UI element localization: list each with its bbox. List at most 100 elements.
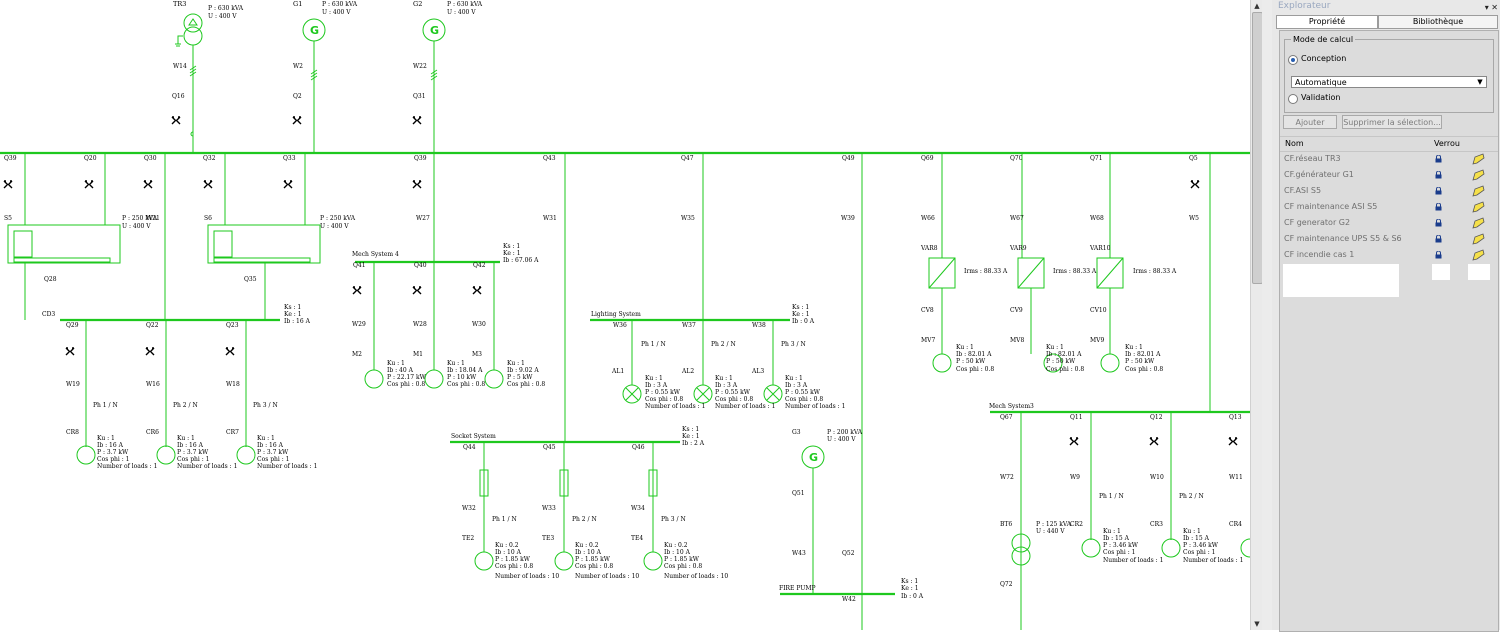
svg-text:Ke : 1: Ke : 1 [284, 311, 302, 318]
lock-icon[interactable] [1435, 235, 1442, 243]
tab-bibliotheque[interactable]: Bibliothèque [1378, 15, 1498, 29]
edit-icon[interactable] [1470, 168, 1486, 182]
svg-text:Q31: Q31 [413, 93, 426, 100]
new-row-cell[interactable] [1283, 264, 1399, 297]
scroll-down-icon[interactable]: ▼ [1254, 620, 1260, 628]
hammer-icons[interactable] [3, 180, 1200, 189]
lock-icon[interactable] [1435, 203, 1442, 211]
svg-text:Ph 2 / N: Ph 2 / N [711, 341, 736, 348]
radio-validation[interactable] [1288, 94, 1298, 104]
grid-row[interactable]: CF maintenance UPS S5 & S6 [1280, 231, 1498, 247]
svg-text:Number of loads : 1: Number of loads : 1 [177, 463, 237, 470]
svg-text:Q67: Q67 [1000, 414, 1013, 421]
close-icon[interactable]: ✕ [1491, 3, 1498, 12]
busbar-cd3[interactable]: CD3 Ks : 1 Ke : 1 Ib : 16 A Q29 Q22 Q23 … [42, 304, 317, 470]
svg-text:W10: W10 [1150, 474, 1164, 481]
busbar-lighting-system[interactable]: W31 W35 W39 Lighting System Ks : 1 Ke : … [543, 215, 855, 410]
svg-text:P : 3.7 kW: P : 3.7 kW [177, 449, 209, 456]
edit-icon[interactable] [1470, 232, 1486, 246]
diagram-svg[interactable]: TR3 P : 630 kVA U : 400 V W14 Q16 G1 P :… [0, 0, 1250, 630]
delete-selection-button[interactable]: Supprimer la sélection... [1342, 115, 1442, 129]
svg-text:Q32: Q32 [203, 155, 216, 162]
svg-text:Q13: Q13 [1229, 414, 1242, 421]
svg-text:Ib : 18.04 A: Ib : 18.04 A [447, 367, 483, 374]
svg-text:Cos phi : 0.8: Cos phi : 0.8 [715, 396, 753, 403]
svg-text:Q11: Q11 [1070, 414, 1083, 421]
edit-icon[interactable] [1470, 216, 1486, 230]
svg-text:Ib : 10 A: Ib : 10 A [664, 549, 691, 556]
svg-text:Cos phi : 1: Cos phi : 1 [97, 456, 129, 463]
svg-text:Q2: Q2 [293, 93, 302, 100]
add-button[interactable]: Ajouter [1283, 115, 1337, 129]
svg-text:Socket System: Socket System [451, 433, 496, 440]
calc-mode-select[interactable]: Automatique ▼ [1291, 76, 1487, 88]
grid-row[interactable]: CF incendie cas 1 [1280, 247, 1498, 263]
lock-icon[interactable] [1435, 171, 1442, 179]
pin-icon[interactable]: ▾ [1484, 3, 1489, 12]
grid-row[interactable]: CF generator G2 [1280, 215, 1498, 231]
svg-text:Ku : 1: Ku : 1 [785, 375, 803, 382]
svg-text:Q52: Q52 [842, 550, 855, 557]
col-header-lock[interactable]: Verrou [1434, 139, 1460, 148]
variable-drives[interactable]: W66 W67 W68 W5 VAR8 VAR9 VAR10 Irms : 88… [920, 215, 1199, 373]
radio-conception-label[interactable]: Conception [1301, 54, 1347, 63]
svg-text:W36: W36 [613, 322, 627, 329]
transformer-tr3[interactable]: TR3 P : 630 kVA U : 400 V W14 Q16 [171, 0, 244, 153]
lock-icon[interactable] [1435, 155, 1442, 163]
svg-text:G: G [430, 24, 439, 37]
svg-text:W34: W34 [631, 505, 645, 512]
svg-text:P : 22.17 kW: P : 22.17 kW [387, 374, 427, 381]
svg-text:Q71: Q71 [1090, 155, 1103, 162]
ups-s5[interactable]: S5 P : 250 kVA U : 400 V W21 Q28 [4, 215, 160, 320]
svg-text:S5: S5 [4, 215, 12, 222]
ups-s6[interactable]: S6 P : 250 kVA U : 400 V Q35 [204, 215, 356, 320]
svg-text:Ks : 1: Ks : 1 [682, 426, 699, 433]
svg-text:Q39: Q39 [4, 155, 17, 162]
chevron-down-icon[interactable]: ▼ [1477, 78, 1483, 86]
lock-icon[interactable] [1435, 251, 1442, 259]
tab-propriete[interactable]: Propriété [1276, 15, 1378, 29]
svg-text:W66: W66 [921, 215, 935, 222]
svg-text:Ks : 1: Ks : 1 [284, 304, 301, 311]
generator-g1[interactable]: G1 P : 630 kVA U : 400 V G W2 Q2 [292, 0, 358, 153]
col-header-name[interactable]: Nom [1285, 139, 1304, 148]
svg-text:MV7: MV7 [921, 337, 935, 344]
svg-text:W39: W39 [841, 215, 855, 222]
new-row-lock-cell[interactable] [1432, 264, 1450, 280]
edit-icon[interactable] [1470, 248, 1486, 262]
svg-text:Ph 3 / N: Ph 3 / N [661, 516, 686, 523]
single-line-diagram-canvas[interactable]: TR3 P : 630 kVA U : 400 V W14 Q16 G1 P :… [0, 0, 1250, 630]
svg-text:Ks : 1: Ks : 1 [901, 578, 918, 585]
generator-g3[interactable]: G3 P : 200 kVA U : 400 V G Q51 W43 Q52 F… [779, 429, 924, 603]
lock-icon[interactable] [1435, 219, 1442, 227]
svg-text:Ph 1 / N: Ph 1 / N [492, 516, 517, 523]
busbar-mech-system-4[interactable]: W27 Mech System 4 Ks : 1 Ke : 1 Ib : 67.… [352, 215, 545, 389]
new-row-edit-cell[interactable] [1468, 264, 1490, 280]
edit-icon[interactable] [1470, 152, 1486, 166]
scroll-up-icon[interactable]: ▲ [1254, 2, 1260, 10]
svg-text:Cos phi : 1: Cos phi : 1 [177, 456, 209, 463]
grid-row[interactable]: CF.réseau TR3 [1280, 151, 1498, 167]
svg-text:Ku : 1: Ku : 1 [387, 360, 405, 367]
svg-text:Q22: Q22 [146, 322, 159, 329]
radio-conception[interactable] [1288, 55, 1298, 65]
panel-splitter[interactable] [1262, 0, 1272, 630]
svg-text:Irms : 88.33 A: Irms : 88.33 A [1053, 268, 1097, 275]
busbar-socket-system[interactable]: Socket System Ks : 1 Ke : 1 Ib : 2 A Q44… [450, 426, 728, 580]
edit-icon[interactable] [1470, 184, 1486, 198]
svg-text:W14: W14 [173, 63, 187, 70]
generator-g2[interactable]: G2 P : 630 kVA U : 400 V G W22 Q31 [412, 0, 483, 153]
row-name: CF incendie cas 1 [1284, 250, 1355, 259]
svg-text:Cos phi : 1: Cos phi : 1 [1103, 549, 1135, 556]
busbar-mech-system-3[interactable]: Mech System3 Q67 Q11 Q12 Q13 W72 W9 W10 … [989, 403, 1250, 630]
svg-text:W68: W68 [1090, 215, 1104, 222]
edit-icon[interactable] [1470, 200, 1486, 214]
grid-row[interactable]: CF maintenance ASI S5 [1280, 199, 1498, 215]
svg-text:Ku : 1: Ku : 1 [257, 435, 275, 442]
feeder-lines[interactable] [24, 153, 1211, 630]
svg-text:FIRE PUMP: FIRE PUMP [779, 585, 816, 592]
grid-row[interactable]: CF.générateur G1 [1280, 167, 1498, 183]
lock-icon[interactable] [1435, 187, 1442, 195]
radio-validation-label[interactable]: Validation [1301, 93, 1341, 102]
grid-row[interactable]: CF.ASI S5 [1280, 183, 1498, 199]
